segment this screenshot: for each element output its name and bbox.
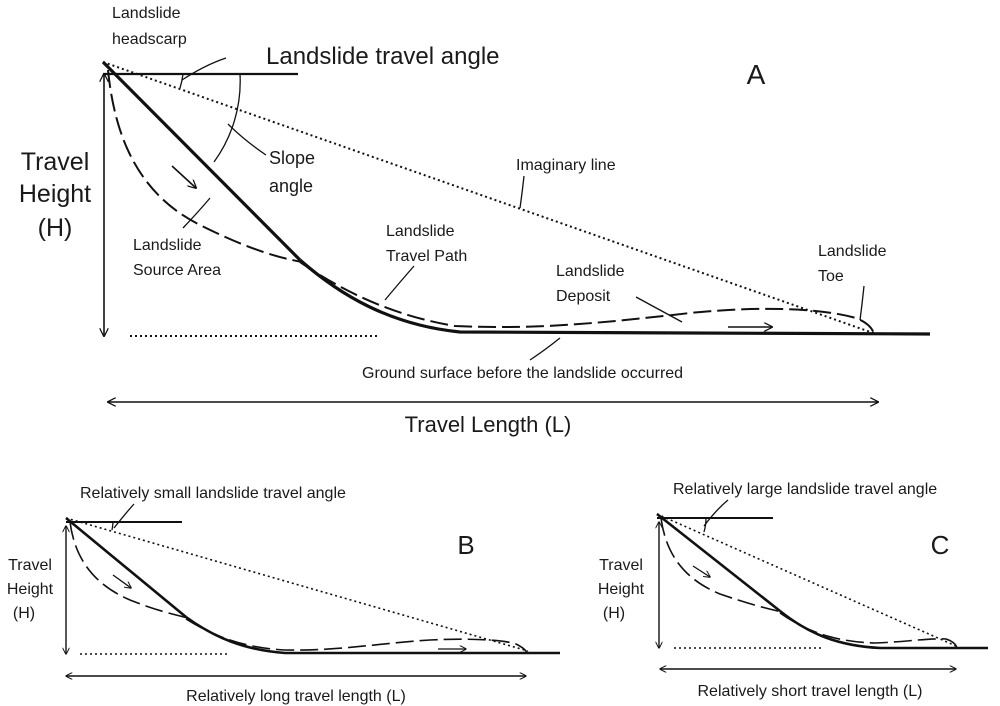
- imaginary-line: [102, 61, 877, 335]
- travel-path-label-line1: Landslide: [386, 223, 455, 240]
- panel-a: A Landslide travel angle Landslide heads…: [19, 5, 931, 437]
- deposit-outline: [299, 261, 875, 335]
- travel-angle-leader: [113, 503, 135, 529]
- travel-angle-title: Landslide travel angle: [266, 43, 500, 70]
- deposit-leader: [635, 296, 683, 323]
- ground-surface-label: Ground surface before the landslide occu…: [362, 365, 683, 382]
- travel-height-label-line2: Height: [598, 581, 645, 598]
- short-length-label: Relatively short travel length (L): [698, 683, 923, 700]
- toe-leader: [859, 285, 865, 321]
- slope-angle-label-line2: angle: [269, 176, 313, 196]
- travel-path-leader: [384, 265, 415, 301]
- deposit-outline: [185, 618, 528, 654]
- travel-height-label-line1: Travel: [599, 557, 643, 574]
- imaginary-line-label: Imaginary line: [516, 157, 616, 174]
- travel-height-label-line1: Travel: [8, 557, 52, 574]
- flow-arrow: [171, 165, 196, 188]
- ground-surface-leader: [529, 337, 561, 361]
- source-area-leader: [182, 197, 211, 229]
- long-length-label: Relatively long travel length (L): [186, 688, 406, 705]
- source-area-outline: [107, 69, 303, 263]
- slope-angle-leader: [227, 123, 267, 156]
- panel-letter-b: B: [457, 530, 474, 560]
- slope-line: [65, 516, 187, 619]
- slope-angle-label-line1: Slope: [269, 148, 315, 168]
- slope-line: [101, 60, 302, 262]
- panel-letter-a: A: [747, 59, 766, 90]
- large-angle-label: Relatively large landslide travel angle: [673, 481, 937, 498]
- imaginary-line-leader: [519, 175, 525, 209]
- ground-surface-line: [298, 258, 931, 336]
- travel-height-label-line1: Travel: [21, 148, 90, 176]
- deposit-outline: [779, 612, 958, 649]
- panel-c: C Relatively large landslide travel angl…: [598, 481, 988, 700]
- travel-height-label-line3: (H): [38, 214, 73, 242]
- deposit-label-line1: Landslide: [556, 263, 625, 280]
- headscarp-label-line2: headscarp: [112, 31, 187, 48]
- travel-length-label: Travel Length (L): [405, 412, 572, 437]
- imaginary-line: [656, 513, 957, 647]
- travel-height-label-line3: (H): [13, 605, 35, 622]
- headscarp-label-line1: Landslide: [112, 5, 181, 22]
- travel-angle-arc: [111, 521, 114, 531]
- travel-angle-leader: [703, 499, 729, 527]
- panel-b: B Relatively small landslide travel angl…: [7, 485, 560, 705]
- deposit-label-line2: Deposit: [556, 288, 611, 305]
- travel-height-label-line3: (H): [603, 605, 625, 622]
- slope-angle-arc: [213, 73, 241, 163]
- panel-letter-c: C: [931, 530, 950, 560]
- ground-surface-line: [779, 609, 988, 650]
- source-area-label-line1: Landslide: [133, 237, 202, 254]
- travel-height-label-line2: Height: [19, 180, 91, 208]
- imaginary-line: [65, 517, 529, 652]
- travel-height-label-line2: Height: [7, 581, 54, 598]
- slope-line: [656, 512, 781, 613]
- source-area-outline: [660, 517, 783, 613]
- toe-label-line2: Toe: [818, 268, 844, 285]
- small-angle-label: Relatively small landslide travel angle: [80, 485, 346, 502]
- toe-label-line1: Landslide: [818, 243, 887, 260]
- ground-surface-line: [185, 615, 560, 655]
- flow-arrow: [692, 565, 710, 577]
- travel-path-label-line2: Travel Path: [386, 248, 467, 265]
- flow-arrow: [112, 574, 131, 588]
- travel-angle-arc: [179, 73, 184, 89]
- source-area-outline: [69, 521, 189, 619]
- travel-angle-leader: [181, 57, 227, 81]
- source-area-label-line2: Source Area: [133, 262, 221, 279]
